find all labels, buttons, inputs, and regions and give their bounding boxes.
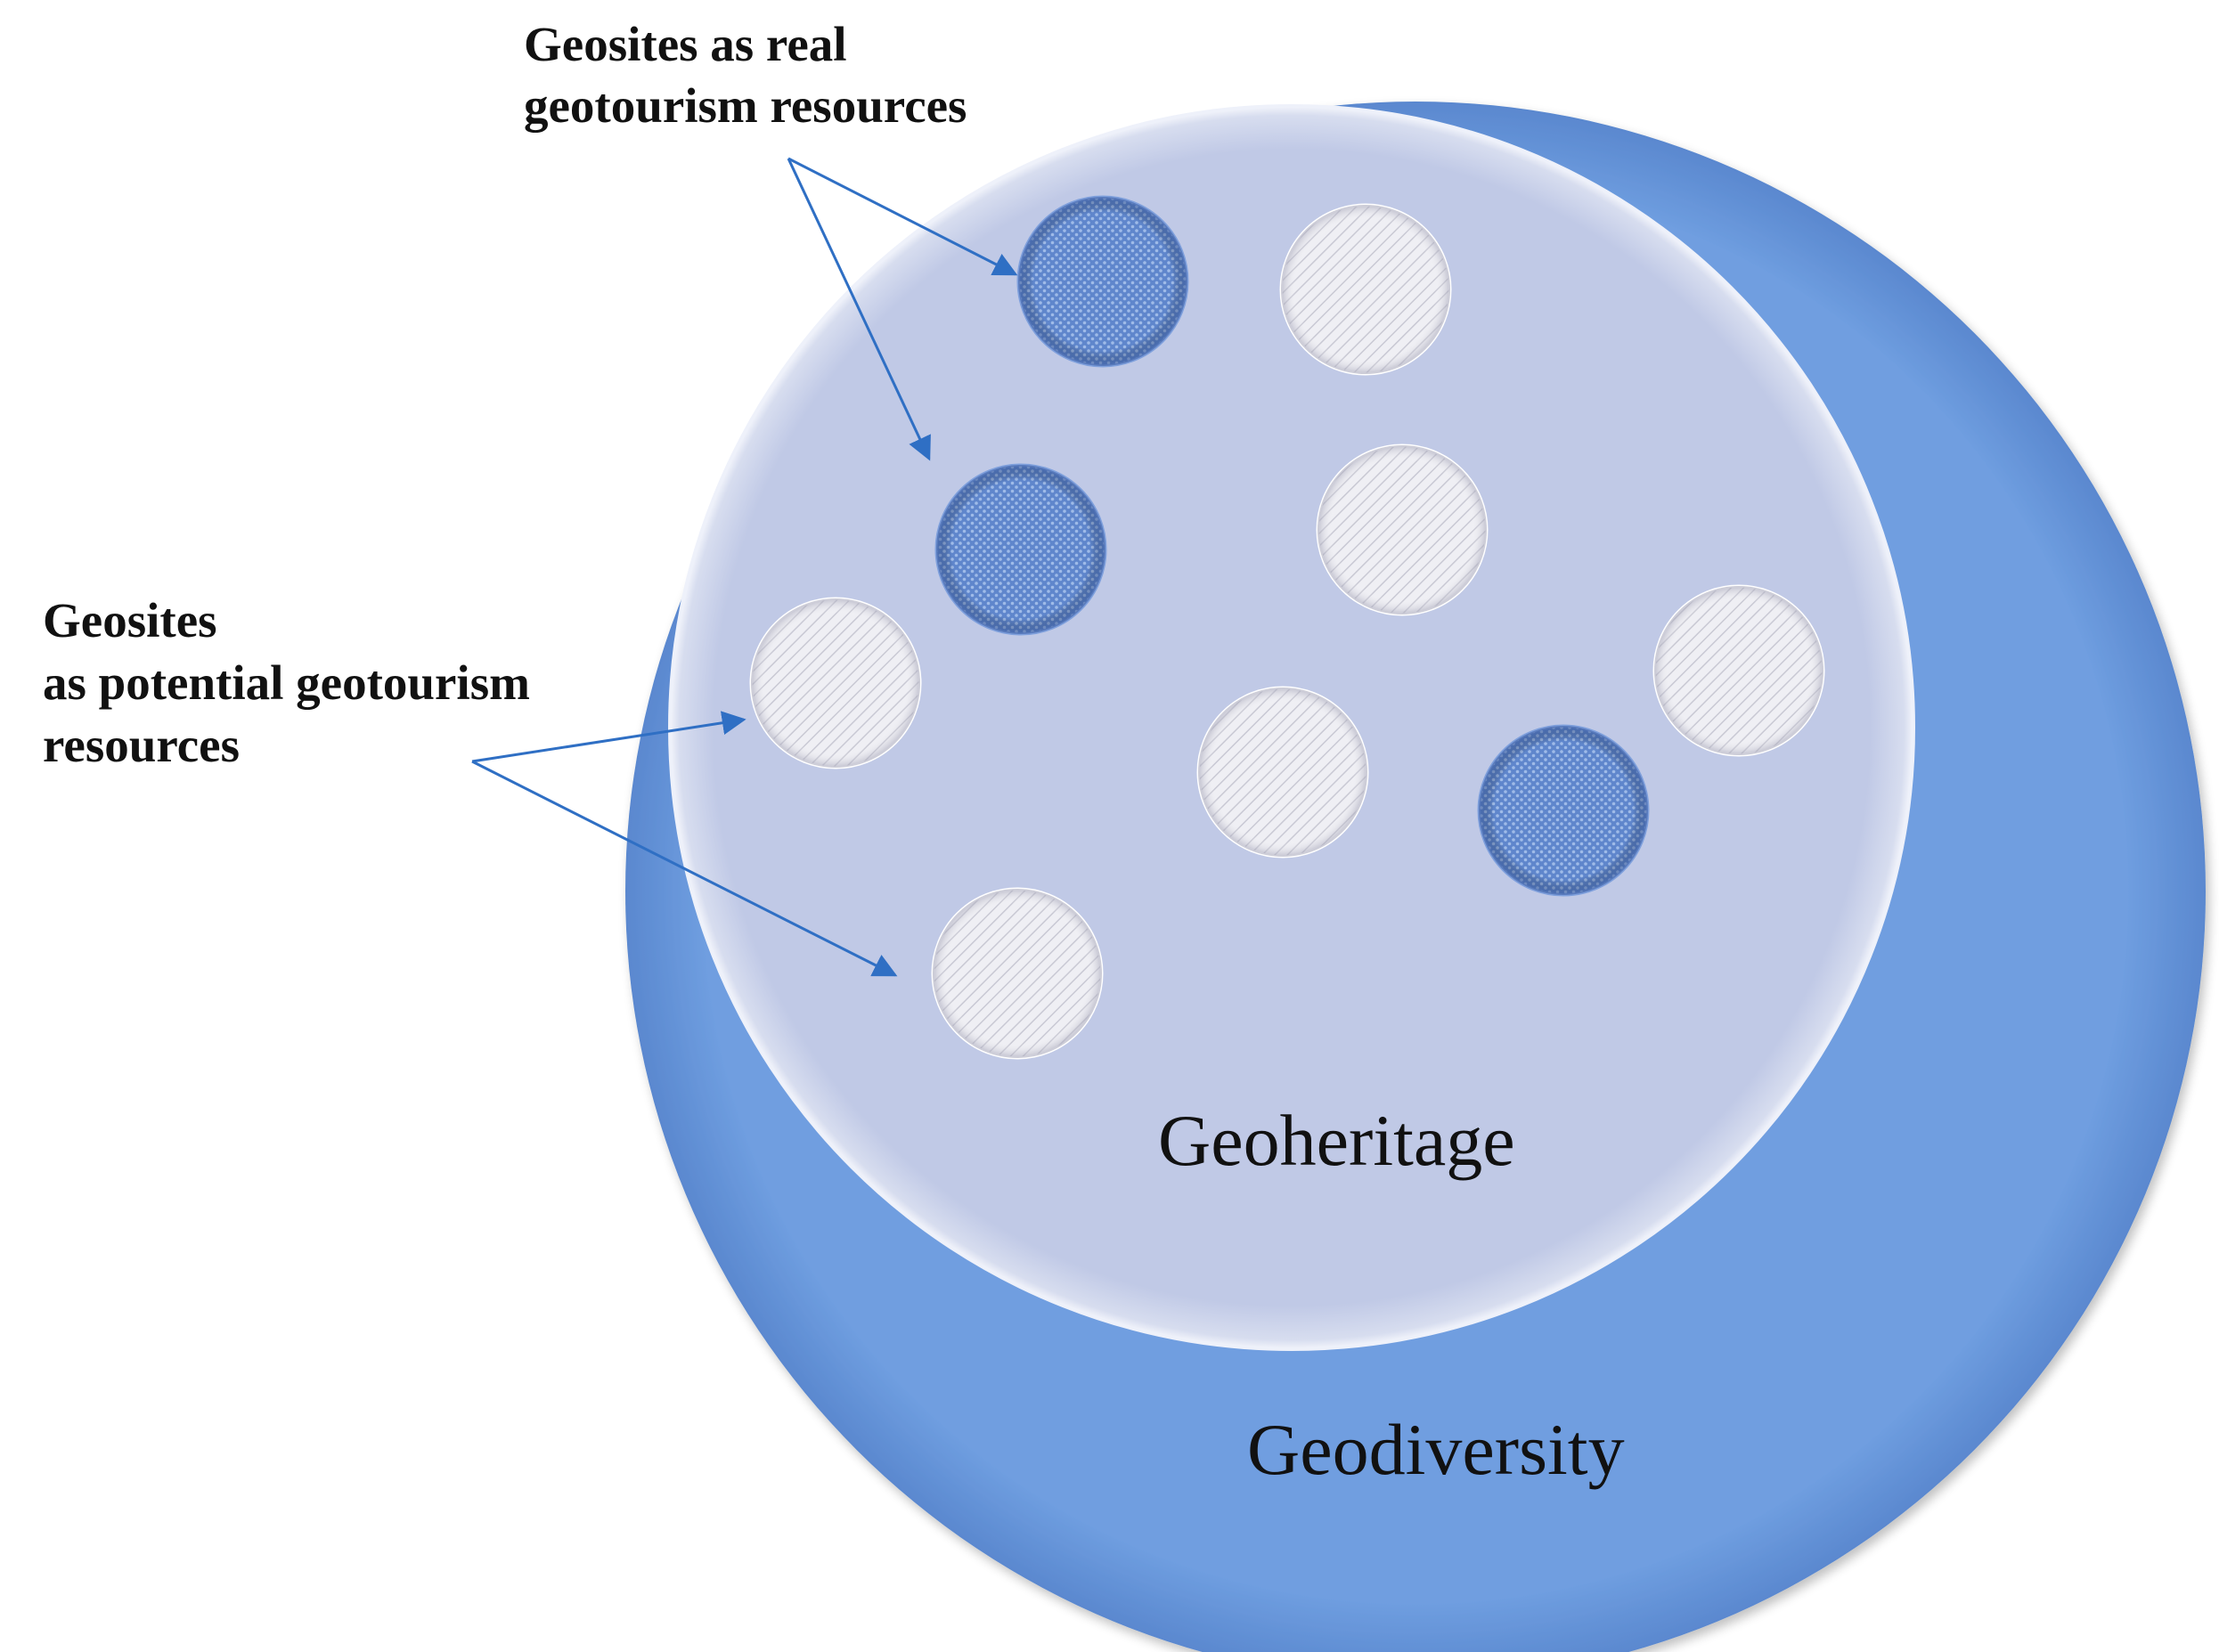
potential-geosite [1652,584,1825,757]
potential-resources-line-3: resources [43,718,240,772]
potential-resources-line-2: as potential geotourism [43,655,530,710]
potential-resources-line-1: Geosites [43,593,217,647]
geoheritage-label: Geoheritage [1158,1100,1515,1181]
potential-arrow-2 [471,760,898,977]
real-arrow-1 [787,157,1018,276]
potential-geosite [1316,444,1489,616]
potential-geosite [749,597,922,769]
geodiversity-label: Geodiversity [1247,1409,1625,1490]
potential-resources-label: Geosites as potential geotourism resourc… [43,593,530,772]
potential-arrow-1 [471,711,746,763]
real-resources-line-1: Geosites as real [524,17,847,71]
real-resources-label: Geosites as real geotourism resources [524,17,967,133]
potential-geosite [1196,686,1369,859]
real-geosite [1016,195,1189,368]
geosite-group [749,195,1825,1060]
real-arrow-2 [787,158,931,461]
real-geosite [934,463,1107,636]
real-geosite [1477,724,1650,897]
real-resources-line-2: geotourism resources [524,78,967,133]
annotation-arrows [471,157,1018,977]
potential-geosite [1279,203,1452,376]
potential-geosite [931,887,1104,1060]
